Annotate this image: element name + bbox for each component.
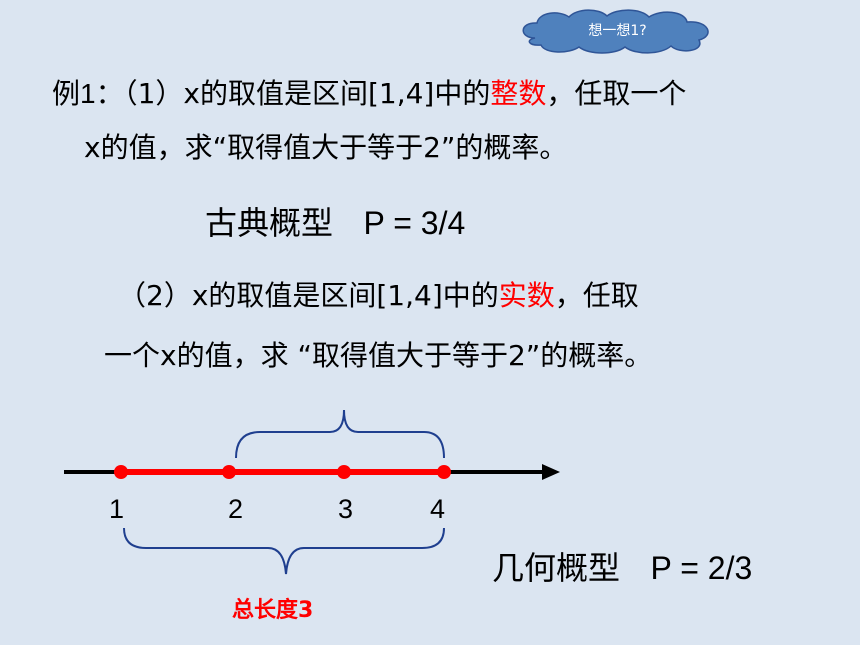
tick-label-1: 1 xyxy=(109,494,125,524)
example-line-1: 例1：（1）x的取值是区间[1,4]中的整数，任取一个 xyxy=(52,72,686,112)
part2-prefix: （2）x的取值是区间[1,4]中的 xyxy=(118,279,499,312)
classical-name: 古典概型 xyxy=(205,204,334,242)
point-2 xyxy=(222,465,236,479)
geometric-model: 几何概型 P = 2/3 xyxy=(492,543,752,589)
example-line-4: 一个x的值，求 “取得值大于等于2”的概率。 xyxy=(104,339,653,372)
example-label: 例1： xyxy=(52,78,124,109)
classical-formula: P = 3/4 xyxy=(363,205,466,241)
classical-model: 古典概型 P = 3/4 xyxy=(205,198,465,244)
part1-suffix: ，任取一个 xyxy=(546,77,687,110)
top-brace xyxy=(235,409,445,459)
tick-label-2: 2 xyxy=(228,494,244,524)
callout-text: 想一想1? xyxy=(588,23,647,39)
think-callout-cloud: 想一想1? xyxy=(515,8,720,54)
total-length-label: 总长度3 xyxy=(232,598,314,623)
part1-prefix: （1）x的取值是区间[1,4]中的 xyxy=(123,77,491,110)
geometric-formula: P = 2/3 xyxy=(650,550,753,586)
tick-label-3: 3 xyxy=(338,494,354,524)
part2-suffix: ，任取 xyxy=(554,279,639,312)
point-3 xyxy=(337,465,351,479)
part1-highlight: 整数 xyxy=(490,77,547,110)
point-1 xyxy=(114,465,128,479)
point-4 xyxy=(437,465,451,479)
axis-arrow xyxy=(542,464,560,480)
example-line-3: （2）x的取值是区间[1,4]中的实数，任取 xyxy=(118,274,639,314)
cloud-shape xyxy=(522,9,709,54)
bottom-brace xyxy=(123,527,445,575)
tick-label-4: 4 xyxy=(430,494,446,524)
part2-highlight: 实数 xyxy=(498,279,555,312)
example-line-2: x的值，求“取得值大于等于2”的概率。 xyxy=(84,131,568,164)
geometric-name: 几何概型 xyxy=(492,549,621,587)
